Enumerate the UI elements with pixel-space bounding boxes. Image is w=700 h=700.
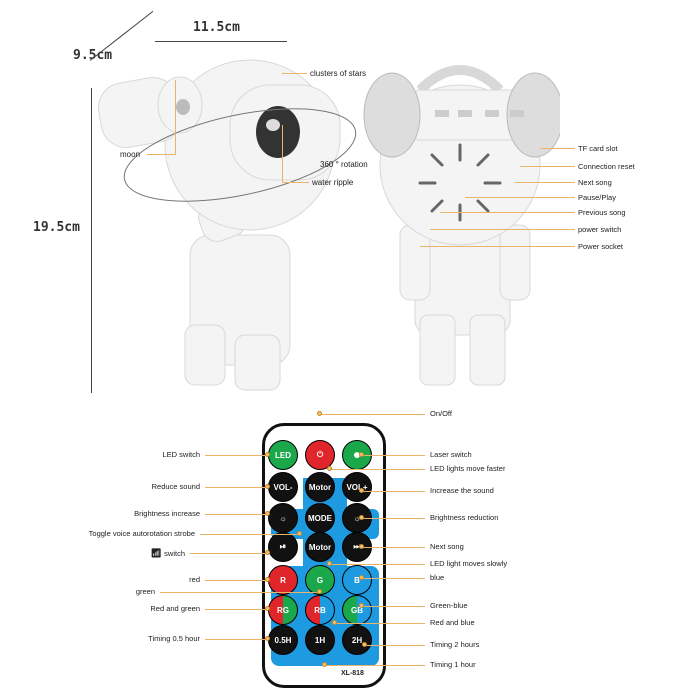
volume-down-button[interactable]: VOL- <box>268 472 298 502</box>
label-moon: moon <box>120 150 141 159</box>
label-red: red <box>189 575 200 584</box>
green-blue-button[interactable]: GB <box>342 595 372 625</box>
label-brightness-reduction: Brightness reduction <box>430 513 499 522</box>
timer-0-5h-button[interactable]: 0.5H <box>268 625 298 655</box>
label-next-song: Next song <box>430 542 464 551</box>
label-increase-sound: Increase the sound <box>430 486 494 495</box>
label-laser-switch: Laser switch <box>430 450 472 459</box>
label-power-switch: power switch <box>578 225 622 234</box>
label-led-slowly: LED light moves slowly <box>430 559 508 568</box>
play-pause-button[interactable]: ⏯ <box>268 532 298 562</box>
label-reduce-sound: Reduce sound <box>151 482 200 491</box>
model-label: XL-818 <box>341 670 364 677</box>
height-dimension: 19.5cm <box>33 220 80 235</box>
label-clusters-of-stars: clusters of stars <box>310 69 367 78</box>
brightness-increase-button[interactable]: ☼ <box>268 503 298 533</box>
width-dimension: 11.5cm <box>193 20 240 35</box>
label-tf-card-slot: TF card slot <box>578 144 618 153</box>
wifi-icon: 📶︎ <box>150 548 163 558</box>
label-connection-reset: Connection reset <box>578 162 635 171</box>
label-wifi-switch: 📶︎ switch <box>150 548 185 558</box>
label-pause-play: Pause/Play <box>578 193 616 202</box>
motor-slower-button[interactable]: Motor <box>305 532 335 562</box>
blue-button[interactable]: B <box>342 565 372 595</box>
width-line <box>155 41 287 42</box>
led-switch-button[interactable]: LED <box>268 440 298 470</box>
red-blue-button[interactable]: RB <box>305 595 335 625</box>
label-360-rotation: 360 ° rotation <box>320 160 368 169</box>
label-on-off: On/Off <box>430 409 452 418</box>
depth-dimension: 9.5cm <box>73 48 113 63</box>
label-timing-0-5-hour: Timing 0.5 hour <box>148 634 200 643</box>
astronaut-back-image <box>363 65 560 386</box>
label-timing-2-hours: Timing 2 hours <box>430 640 480 649</box>
timer-2h-button[interactable]: 2H <box>342 625 372 655</box>
label-led-switch: LED switch <box>162 450 200 459</box>
mode-button[interactable]: MODE <box>305 503 335 533</box>
label-previous-song: Previous song <box>578 208 626 217</box>
label-led-faster: LED lights move faster <box>430 464 506 473</box>
label-red-and-green: Red and green <box>150 604 200 613</box>
height-line <box>91 88 92 393</box>
label-toggle-voice: Toggle voice autorotation strobe <box>88 529 195 538</box>
volume-up-button[interactable]: VOL+ <box>342 472 372 502</box>
label-water-ripple: water ripple <box>312 178 354 187</box>
motor-faster-button[interactable]: Motor <box>305 472 335 502</box>
on-off-button[interactable]: ⏻ <box>305 440 335 470</box>
label-green: green <box>135 587 155 596</box>
label-timing-1-hour: Timing 1 hour <box>430 660 476 669</box>
timer-1h-button[interactable]: 1H <box>305 625 335 655</box>
astronaut-front-image <box>97 59 357 391</box>
label-next-song: Next song <box>578 178 612 187</box>
red-button[interactable]: R <box>268 565 298 595</box>
label-green-blue: Green-blue <box>430 601 468 610</box>
label-brightness-increase: Brightness increase <box>134 509 200 518</box>
label-power-socket: Power socket <box>578 242 624 251</box>
red-green-button[interactable]: RG <box>268 595 298 625</box>
label-blue: blue <box>430 573 445 582</box>
label-red-and-blue: Red and blue <box>430 618 475 627</box>
